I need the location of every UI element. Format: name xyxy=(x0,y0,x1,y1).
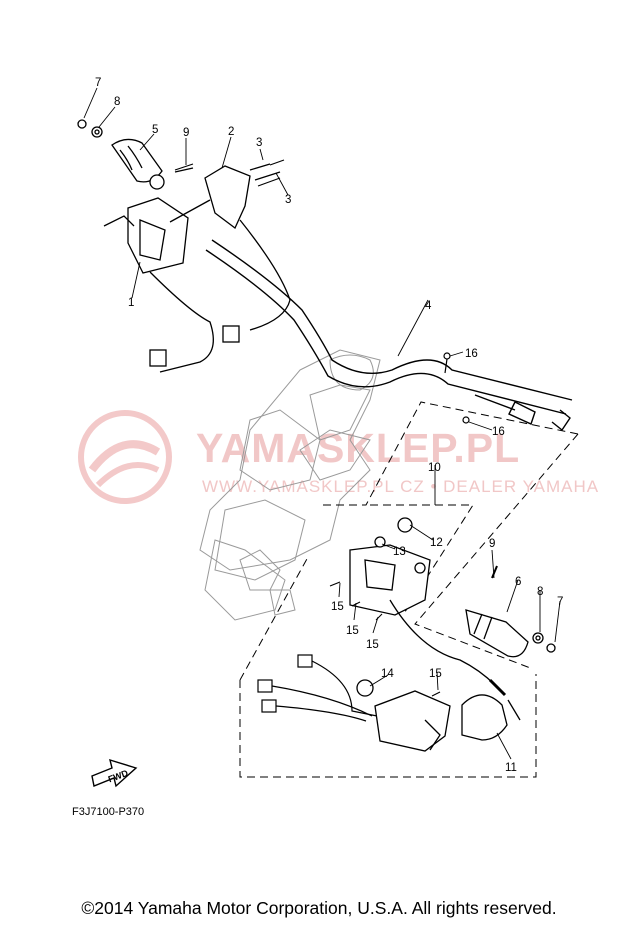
watermark-logo xyxy=(78,410,172,504)
lower-switch xyxy=(356,679,521,752)
callout-label: 11 xyxy=(505,762,517,774)
callout-label: 15 xyxy=(346,625,359,637)
callout-label: 13 xyxy=(393,546,406,558)
right-grip xyxy=(465,565,556,658)
handlebar-bolts xyxy=(443,352,470,424)
callout-label: 3 xyxy=(285,194,291,206)
callout-label: 7 xyxy=(557,596,563,608)
callout-label: 16 xyxy=(492,426,505,438)
callout-label: 15 xyxy=(429,668,442,680)
handlebar xyxy=(205,239,573,432)
fwd-arrow xyxy=(91,758,138,788)
connector-harness xyxy=(257,654,378,722)
callout-label: 16 xyxy=(465,348,478,360)
frame-outline xyxy=(199,349,381,621)
callout-label: 10 xyxy=(428,462,441,474)
callout-label: 1 xyxy=(128,297,134,309)
right-switch-assembly xyxy=(349,517,507,697)
callout-label: 9 xyxy=(183,127,189,139)
callout-label: 8 xyxy=(537,586,543,598)
callout-label: 3 xyxy=(256,137,262,149)
callout-label: 14 xyxy=(381,668,394,680)
copyright-notice: ©2014 Yamaha Motor Corporation, U.S.A. A… xyxy=(81,898,557,918)
callout-label: 12 xyxy=(430,537,443,549)
left-grip xyxy=(77,119,165,190)
callout-label: 6 xyxy=(515,576,521,588)
callout-label: 7 xyxy=(95,77,101,89)
callout-labels: 7 8 5 9 2 3 3 1 4 16 16 10 12 13 9 6 8 7… xyxy=(95,77,563,774)
callout-label: 2 xyxy=(228,126,234,138)
left-switch xyxy=(103,197,214,373)
leader-lines xyxy=(83,87,561,760)
callout-label: 9 xyxy=(489,538,495,550)
callout-label: 4 xyxy=(425,300,432,312)
callout-label: 15 xyxy=(331,601,344,613)
callout-label: 15 xyxy=(366,639,379,651)
diagram-code: F3J7100-P370 xyxy=(72,806,145,818)
callout-label: 5 xyxy=(152,124,158,136)
callout-label: 8 xyxy=(114,96,120,108)
right-switch-upper xyxy=(174,163,291,343)
fasteners-small xyxy=(174,159,441,697)
